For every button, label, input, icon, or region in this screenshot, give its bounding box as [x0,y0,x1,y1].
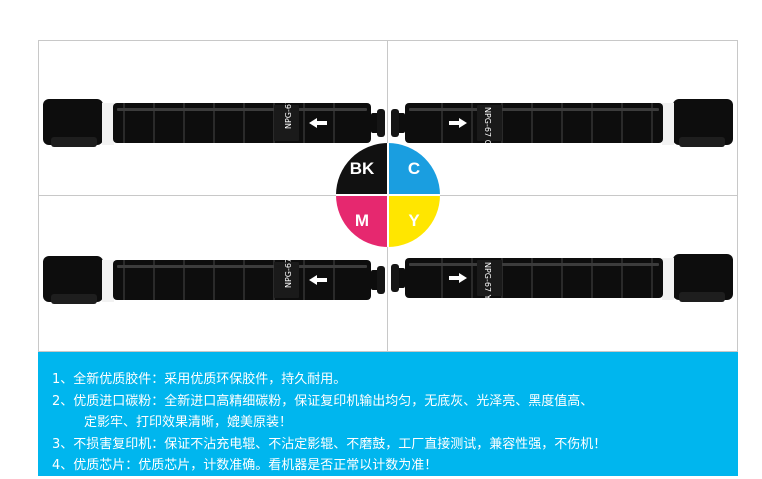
cartridge-rib [531,258,533,298]
cartridge-body [405,103,663,143]
color-wheel: BK C M Y [336,143,440,247]
cartridge-end-cap [43,99,103,145]
cartridge-end-cap-tab [679,137,725,147]
color-wheel-divider-horizontal [336,194,440,196]
cartridge-rib [183,103,185,143]
cartridge-body [113,260,371,300]
cartridge-arrow-icon [309,275,327,285]
feature-item-1: 1、全新优质胶件：采用优质环保胶件，持久耐用。 [52,372,347,387]
toner-cartridge-cyan-image: NPG-67 C [391,99,733,147]
cartridge-rib [303,103,305,143]
cartridge-rib [561,103,563,143]
cartridge-end-cap [43,256,103,302]
toner-cartridge-black [43,99,385,147]
cartridge-white-collar [102,103,114,145]
cartridge-body [113,103,371,143]
color-wheel-yellow: Y [388,195,440,247]
cartridge-rib [441,258,443,298]
cartridge-rib [243,103,245,143]
photo-cell-black: NPG-67 B [39,41,388,196]
toner-cartridge-magenta-image: NPG-67 M [43,248,385,304]
cartridge-rib [591,103,593,143]
cartridge-nozzle-tip [391,109,399,137]
cartridge-rib [303,260,305,300]
color-wheel-black: BK [336,143,388,195]
toner-cartridge-black-image: NPG-67 B [43,91,385,147]
cartridge-rib [123,103,125,143]
toner-cartridge-yellow-image: NPG-67 Y [391,254,733,302]
cartridge-label-yellow: NPG-67 Y [483,262,492,300]
cartridge-rib [651,103,653,143]
cartridge-rib [441,103,443,143]
cartridge-rib [471,103,473,143]
photo-cell-magenta: NPG-67 M [39,196,388,351]
cartridge-rib [471,258,473,298]
cartridge-highlight [117,265,367,268]
cartridge-label-plate [477,105,502,141]
toner-cartridge-magenta [43,256,385,304]
photo-cell-cyan: NPG-67 C [388,41,737,196]
cartridge-body [405,258,663,298]
cartridge-rib [213,260,215,300]
product-image-grid: NPG-67 B NPG-67 C NPG-67 M NPG-67 Y [38,40,738,352]
cartridge-rib [561,258,563,298]
feature-item-4: 4、优质芯片：优质芯片，计数准确。看机器是否正常以计数为准！ [52,458,438,473]
cartridge-rib [531,103,533,143]
cartridge-rib [183,260,185,300]
cartridge-white-collar [102,260,114,302]
cartridge-white-collar [662,258,674,300]
cartridge-label-black: NPG-67 B [284,91,293,129]
cartridge-nozzle-tip [391,264,399,292]
cartridge-rib [621,103,623,143]
cartridge-label-plate [477,260,502,296]
cartridge-label-plate [274,105,299,141]
feature-item-3: 3、不损害复印机：保证不沾充电辊、不沾定影辊、不磨鼓，工厂直接测试，兼容性强，不… [52,436,607,452]
cartridge-highlight [117,108,367,111]
cartridge-rib [591,258,593,298]
cartridge-rib [213,103,215,143]
cartridge-end-cap-tab [679,292,725,302]
cartridge-arrow-icon [309,118,327,128]
toner-cartridge-cyan [391,99,733,147]
cartridge-nozzle-tip [377,266,385,294]
color-wheel-cyan: C [388,143,440,195]
cartridge-end-cap-tab [51,137,97,147]
cartridge-arrow-icon [449,273,467,283]
cartridge-end-cap [673,254,733,300]
cartridge-highlight [409,263,659,266]
cartridge-rib [153,260,155,300]
cartridge-white-collar [662,103,674,145]
cartridge-rib [153,103,155,143]
cartridge-nozzle-tip [377,109,385,137]
cartridge-rib [333,260,335,300]
cartridge-end-cap-tab [51,294,97,304]
cartridge-end-cap [673,99,733,145]
feature-description-panel: 1、全新优质胶件：采用优质环保胶件，持久耐用。 2、优质进口碳粉：全新进口高精细… [38,352,738,476]
cartridge-rib [651,258,653,298]
photo-cell-yellow: NPG-67 Y [388,196,737,351]
toner-cartridge-yellow [391,254,733,302]
cartridge-arrow-icon [449,118,467,128]
color-wheel-magenta: M [336,195,388,247]
feature-item-2-continued: 定影牢、打印效果清晰，媲美原装！ [84,415,293,430]
cartridge-label-plate [274,262,299,298]
feature-item-2: 2、优质进口碳粉：全新进口高精细碳粉，保证复印机输出均匀，无底灰、光泽亮、黑度值… [52,393,594,409]
cartridge-rib [243,260,245,300]
cartridge-rib [621,258,623,298]
cartridge-highlight [409,108,659,111]
cartridge-rib [333,103,335,143]
cartridge-label-magenta: NPG-67 M [284,248,293,288]
cartridge-label-cyan: NPG-67 C [483,107,492,146]
cartridge-rib [123,260,125,300]
